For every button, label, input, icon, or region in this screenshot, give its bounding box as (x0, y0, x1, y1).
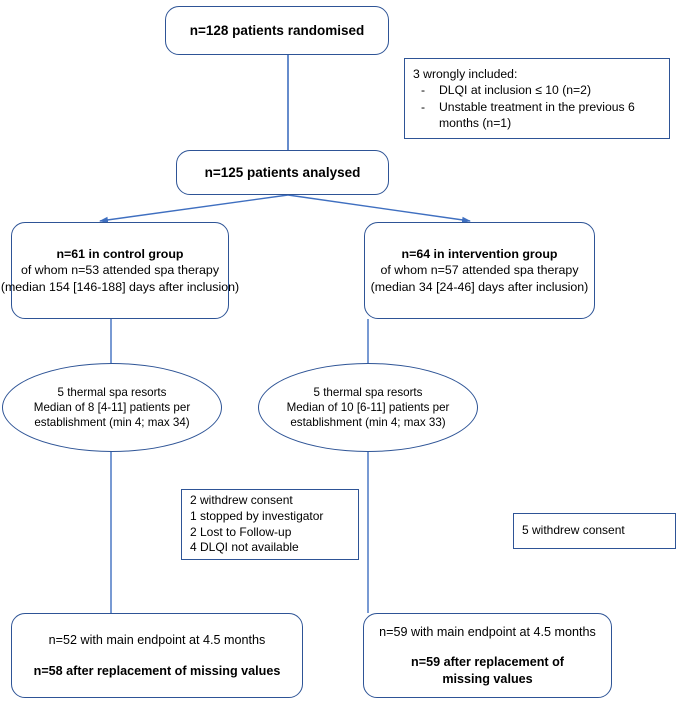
node-control-group-line1: n=61 in control group (56, 246, 184, 261)
node-intervention-resorts[interactable]: 5 thermal spa resorts Median of 10 [6-11… (258, 363, 478, 452)
node-control-group-line3: (median 154 [146-188] days after inclusi… (0, 279, 240, 294)
node-excluded-bullet-2: - Unstable treatment in the previous 6 m… (413, 99, 669, 131)
node-control-endpoint[interactable]: n=52 with main endpoint at 4.5 months n=… (11, 613, 303, 698)
edge-analysed-to-control (99, 194, 289, 224)
bullet-dash-icon: - (421, 99, 426, 114)
node-intervention-losses-line1: 5 withdrew consent (522, 523, 625, 538)
node-control-losses-line2: 1 stopped by investigator (190, 508, 324, 523)
node-excluded-bullet2-text: Unstable treatment in the previous 6 mon… (439, 99, 635, 130)
node-randomised[interactable]: n=128 patients randomised (165, 6, 389, 55)
node-randomised-line1: n=128 patients randomised (189, 22, 365, 38)
node-intervention-losses[interactable]: 5 withdrew consent (513, 513, 676, 549)
node-control-endpoint-line1: n=52 with main endpoint at 4.5 months (48, 632, 266, 647)
node-intervention-resorts-line1: 5 thermal spa resorts (313, 385, 423, 399)
node-excluded-heading: 3 wrongly included: (413, 67, 518, 82)
edge-analysed-to-intervention (287, 194, 471, 224)
node-control-resorts-line3: establishment (min 4; max 34) (34, 416, 190, 430)
node-intervention-resorts-line2: Median of 10 [6-11] patients per (286, 400, 450, 414)
node-control-losses[interactable]: 2 withdrew consent 1 stopped by investig… (181, 489, 359, 560)
node-intervention-group-line2: of whom n=57 attended spa therapy (380, 263, 579, 278)
node-intervention-group[interactable]: n=64 in intervention group of whom n=57 … (364, 222, 595, 319)
node-intervention-resorts-line3: establishment (min 4; max 33) (290, 416, 446, 430)
node-analysed[interactable]: n=125 patients analysed (176, 150, 389, 195)
node-excluded[interactable]: 3 wrongly included: - DLQI at inclusion … (404, 58, 670, 139)
node-analysed-line1: n=125 patients analysed (204, 164, 361, 180)
node-intervention-endpoint[interactable]: n=59 with main endpoint at 4.5 months n=… (363, 613, 612, 698)
node-control-losses-line1: 2 withdrew consent (190, 492, 293, 507)
node-control-group-line2: of whom n=53 attended spa therapy (20, 263, 220, 278)
node-excluded-bullet1-text: DLQI at inclusion ≤ 10 (n=2) (439, 83, 591, 98)
node-intervention-group-line1: n=64 in intervention group (401, 246, 558, 261)
node-intervention-endpoint-line2: n=59 after replacement of missing values (411, 655, 564, 686)
node-control-losses-line3: 2 Lost to Follow-up (190, 524, 292, 539)
node-control-resorts-line1: 5 thermal spa resorts (57, 385, 167, 399)
node-control-resorts-line2: Median of 8 [4-11] patients per (33, 400, 191, 414)
node-control-group[interactable]: n=61 in control group of whom n=53 atten… (1, 222, 239, 319)
node-intervention-group-line3: (median 34 [24-46] days after inclusion) (370, 279, 589, 294)
node-control-losses-line4: 4 DLQI not available (190, 540, 299, 555)
node-control-resorts[interactable]: 5 thermal spa resorts Median of 8 [4-11]… (2, 363, 222, 452)
node-intervention-endpoint-line1: n=59 with main endpoint at 4.5 months (379, 624, 596, 639)
bullet-dash-icon: - (421, 83, 426, 98)
node-control-endpoint-line2: n=58 after replacement of missing values (33, 663, 281, 678)
node-excluded-bullet-1: - DLQI at inclusion ≤ 10 (n=2) (413, 82, 591, 98)
